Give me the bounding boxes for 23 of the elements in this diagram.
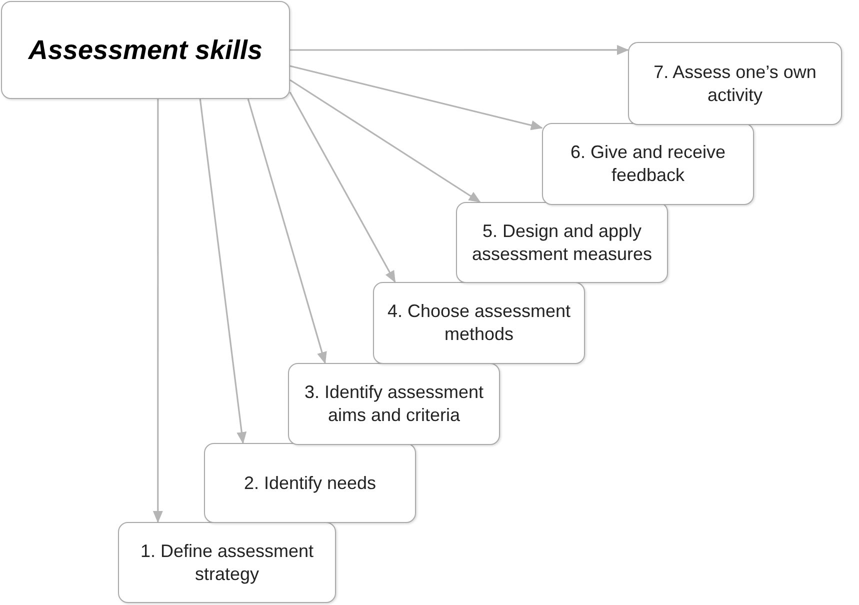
step-label: 4. Choose assessment methods <box>386 300 572 346</box>
step-label: 1. Define assessment strategy <box>139 540 315 586</box>
arrow <box>290 79 481 203</box>
step-box <box>204 443 416 523</box>
step-label: 7. Assess one’s own activity <box>652 60 818 106</box>
step-box <box>118 522 336 603</box>
arrow <box>247 98 327 364</box>
step-label: 6. Give and receive feedback <box>569 141 727 187</box>
step-box <box>456 202 668 283</box>
arrow <box>289 92 396 283</box>
step-label: 5. Design and apply assessment measures <box>470 220 654 266</box>
step-label: 2. Identify needs <box>244 472 376 494</box>
arrow <box>199 98 247 444</box>
step-box <box>628 42 842 125</box>
arrow <box>152 99 163 523</box>
step-box <box>373 282 585 364</box>
step-box <box>288 363 500 445</box>
arrow <box>290 65 543 130</box>
title-text: Assessment skills <box>28 34 263 67</box>
arrow <box>290 44 629 55</box>
title-box <box>1 1 290 99</box>
step-label: 3. Identify assessment aims and criteria <box>303 381 485 427</box>
step-box <box>542 123 754 205</box>
